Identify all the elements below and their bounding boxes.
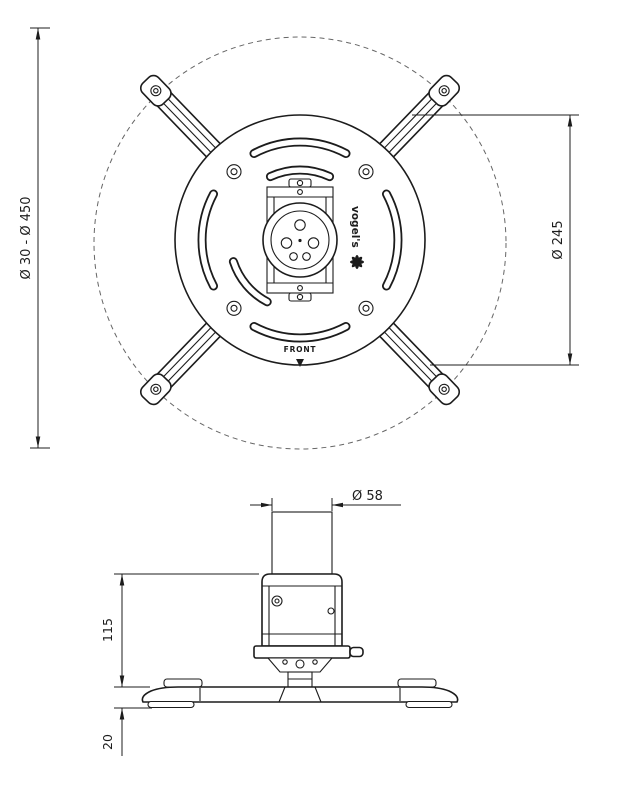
base-strap-tab [397,678,437,688]
brand-label: vogel's [349,206,361,248]
arm-tip-hole-inner [153,386,159,393]
arm-tip-hole-inner [441,87,447,94]
tilt-knob [349,646,364,658]
dimension-tube: Ø 58 [250,489,401,511]
plate-slots [197,137,403,343]
arrowhead-up-icon [35,28,41,40]
arrowhead-down-icon [567,353,573,365]
arm-tip-hole-inner [153,87,159,94]
dimension-plate: Ø 245 [412,114,579,366]
coupling-hole [302,252,311,261]
coupling-center-dot [298,238,302,243]
arm-pivot-bosses [226,164,374,316]
base-foot [405,700,453,709]
arm-tip-hole-inner [441,386,447,393]
arrowhead-up-icon [567,115,573,127]
bracket-screw-top [296,179,304,187]
side-screw [327,607,335,615]
base-strap-tab [163,678,203,688]
dimension-height: 115 [100,573,259,688]
max-range-dashed-circle [93,36,507,450]
brand-mark: vogel's [349,206,364,269]
arrowhead-right-icon [261,502,272,508]
dimension-range: Ø 30 - Ø 450 [19,27,50,449]
front-marker: FRONT [284,345,317,367]
dimension-base: 20 [100,707,152,756]
arrowhead-down-icon [119,675,125,687]
arrowhead-down-icon [35,436,41,448]
bracket-screw-bottom [296,293,304,301]
dimension-tube-label: Ø 58 [352,489,383,504]
arrowhead-left-icon [332,502,343,508]
dimension-base-label: 20 [100,734,115,750]
brand-flower-icon [350,255,364,269]
coupling-hole [307,237,320,249]
top-view: vogel's FRONT Ø 30 - Ø 450 [19,27,579,450]
base-plate [141,686,459,703]
coupling-hole [294,219,306,231]
front-arrow-icon [296,359,304,367]
dimension-plate-label: Ø 245 [551,220,566,259]
housing-body [261,573,343,647]
central-bracket [262,178,338,302]
coupling-hole [280,237,293,249]
pivot-bolt [295,659,305,669]
dimension-height-label: 115 [100,618,115,642]
arrowhead-up-icon [119,708,125,720]
coupling-hole [289,252,298,261]
side-view: Ø 58 115 20 [100,489,459,756]
base-foot [147,700,195,709]
dimension-range-label: Ø 30 - Ø 450 [19,196,34,279]
front-label: FRONT [284,345,317,354]
clamp-ring [253,645,351,659]
ceiling-tube [271,511,333,575]
arrowhead-up-icon [119,574,125,586]
